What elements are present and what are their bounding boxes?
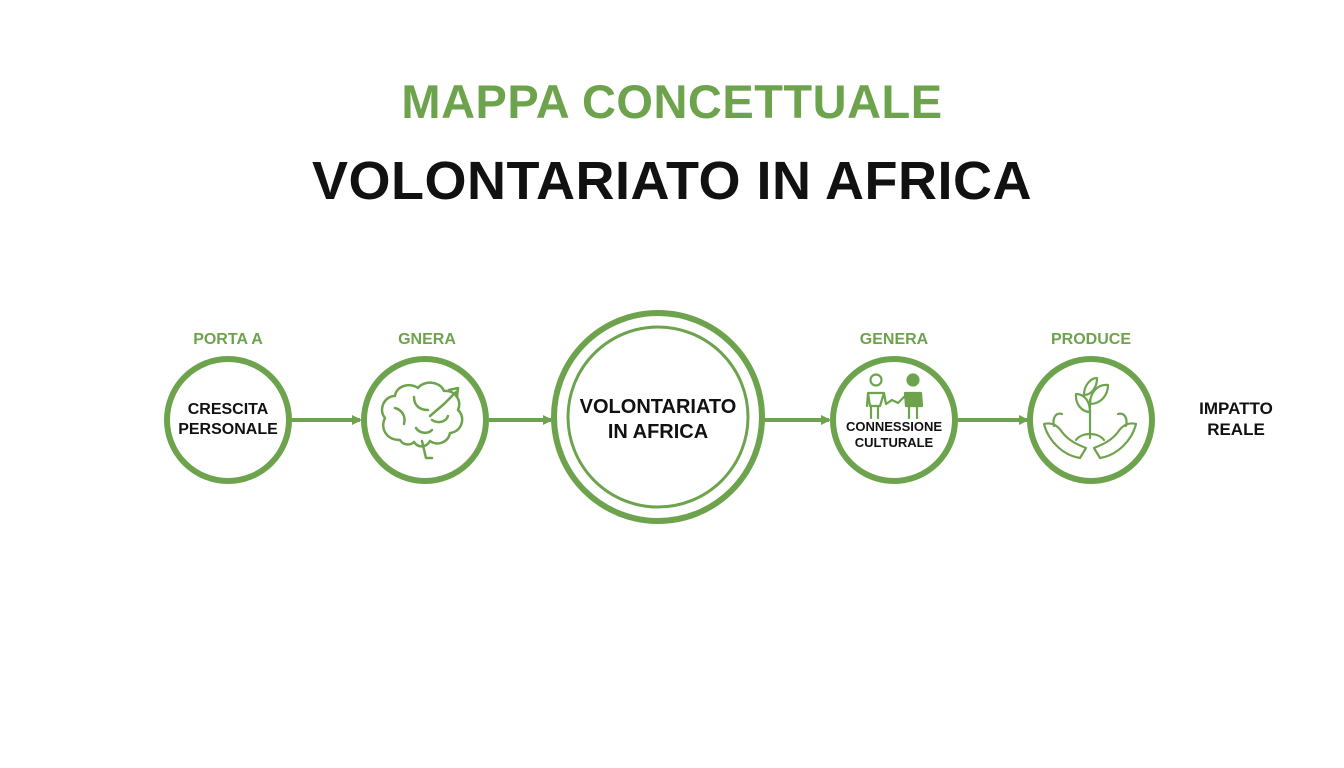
node-crescita-line2: PERSONALE (178, 421, 278, 438)
node-center-inner-circle (566, 325, 750, 509)
edge-label-produce: PRODUCE (1050, 331, 1131, 348)
edge-label-porta-a: PORTA A (193, 331, 263, 348)
node-center-line2: IN AFRICA (607, 421, 709, 443)
node-center-outer-circle (551, 310, 765, 524)
edge-label-gnera: GNERA (398, 331, 456, 348)
diagram-subtitle: MAPPA CONCETTUALE (401, 75, 943, 128)
node-impatto-line1: IMPATTO (1199, 399, 1273, 418)
hands-plant-icon (1042, 376, 1138, 460)
node-crescita-line1: CRESCITA (187, 401, 269, 418)
diagram-title: VOLONTARIATO IN AFRICA (312, 151, 1032, 211)
node-impatto-line2: REALE (1207, 420, 1265, 440)
node-connessione-circle (830, 356, 958, 484)
node-crescita-label: CRESCITA PERSONALE (168, 400, 288, 440)
node-connessione-line1: CONNESSIONE (845, 419, 943, 434)
node-brain-circle (361, 356, 489, 484)
node-connessione-label: CONNESSIONE CULTURALE (834, 419, 954, 452)
node-crescita-circle (164, 356, 292, 484)
people-handshake-icon (865, 373, 924, 420)
brain-growth-icon (380, 381, 464, 460)
node-center-label: VOLONTARIATO IN AFRICA (558, 395, 758, 445)
node-center-line1: VOLONTARIATO (579, 396, 737, 418)
edge-label-genera: GENERA (859, 331, 929, 348)
node-connessione-line2: CULTURALE (854, 435, 934, 451)
node-impatto-label: IMPATTO REALE (1176, 398, 1296, 441)
